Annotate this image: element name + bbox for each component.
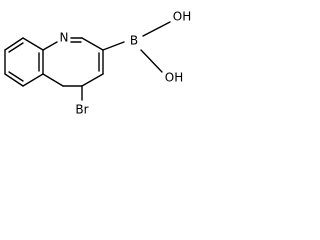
bond-c8a-c8 <box>22 37 44 51</box>
atom-label-hydroxyl-top: OH <box>173 10 191 24</box>
atom-label-nitrogen: N <box>60 31 69 45</box>
atom-label-boron: B <box>130 34 138 48</box>
bond-b-oh-bottom <box>140 49 163 73</box>
bond-c4-c4a <box>81 73 104 87</box>
bond-c6-c5 <box>4 73 24 87</box>
bond-c8-c7-inner <box>8 42 24 53</box>
atom-label-hydroxyl-bottom: OH <box>165 71 183 85</box>
bond-c6-c5-inner <box>8 71 24 82</box>
bond-b-oh-top <box>142 21 171 37</box>
bond-c5-c4a <box>22 73 44 87</box>
bond-c8a-n1 <box>42 41 58 51</box>
bond-c8-c7 <box>4 37 24 51</box>
bond-c4a-c4-link <box>42 73 64 87</box>
atom-label-bromine: Br <box>75 103 88 117</box>
bond-c2-c3 <box>81 37 104 51</box>
chemical-structure: N B OH OH Br <box>4 10 191 117</box>
bond-c3-b <box>102 41 125 51</box>
